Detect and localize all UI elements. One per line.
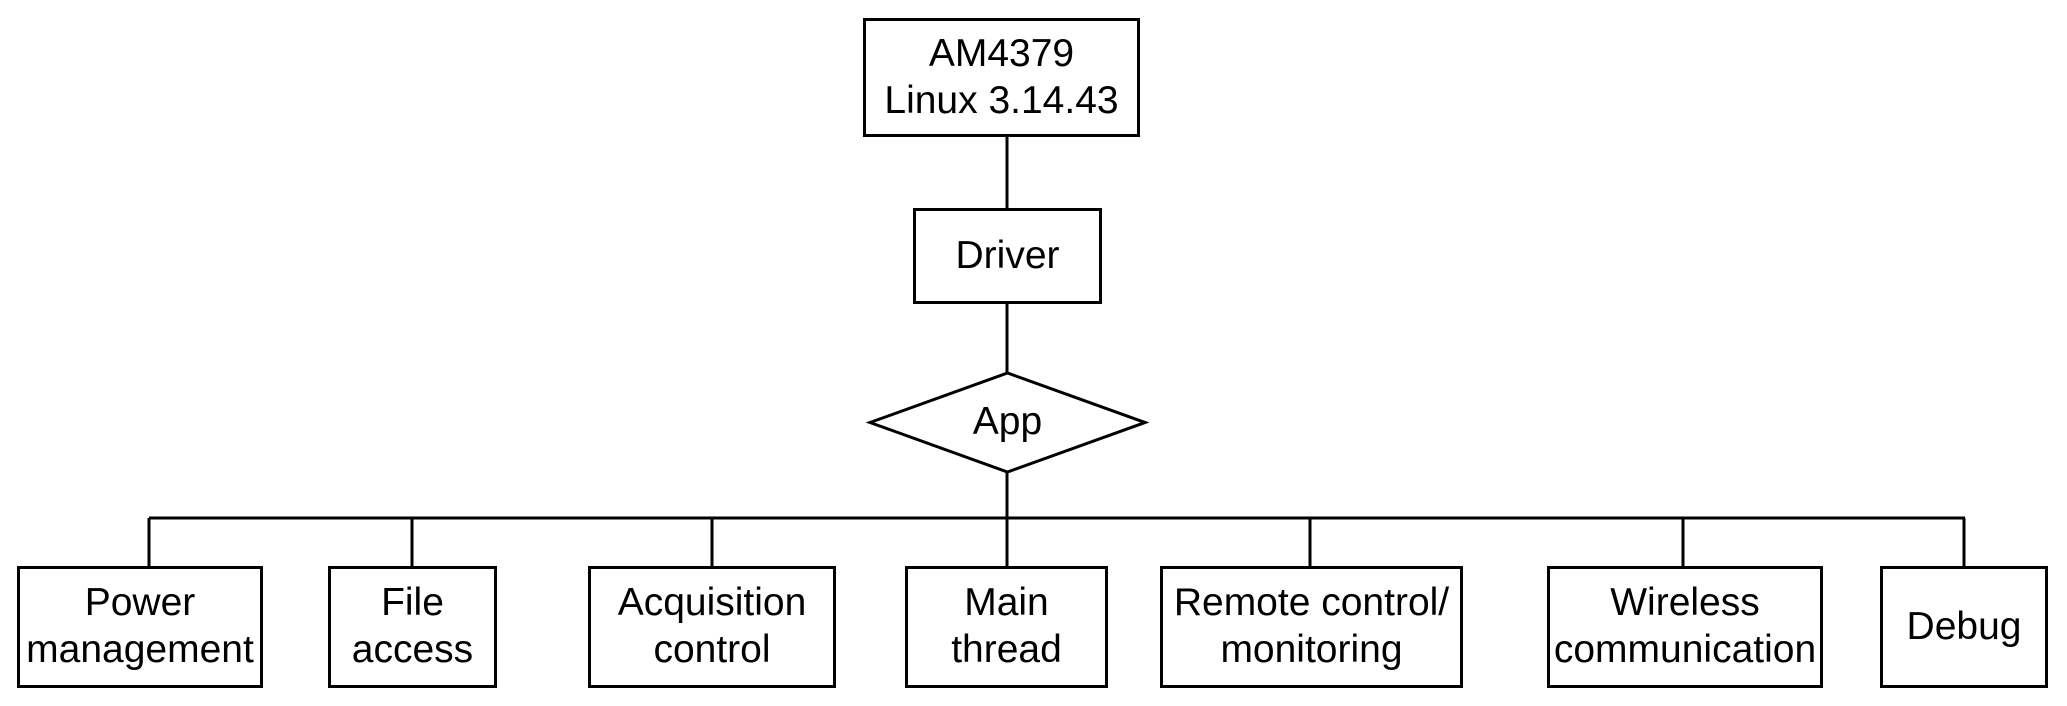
node-main-thread: Main thread: [905, 566, 1108, 688]
node-power-management-label: Power management: [26, 581, 254, 671]
node-debug-label: Debug: [1906, 604, 2022, 648]
node-wireless-communication-label: Wireless communication: [1553, 581, 1817, 671]
node-main-thread-label: Main thread: [951, 581, 1062, 671]
node-file-access-label: File access: [351, 581, 474, 671]
node-remote-control-monitoring: Remote control/ monitoring: [1160, 566, 1463, 688]
node-power-management: Power management: [17, 566, 263, 688]
node-remote-control-monitoring-label: Remote control/ monitoring: [1173, 581, 1450, 671]
app-diamond-shape: [865, 371, 1150, 474]
node-driver-label: Driver: [955, 233, 1060, 277]
node-debug: Debug: [1880, 566, 2048, 688]
node-wireless-communication: Wireless communication: [1547, 566, 1823, 688]
node-file-access: File access: [328, 566, 497, 688]
node-am4379-linux-label: AM4379 Linux 3.14.43: [884, 31, 1119, 122]
node-acquisition-control: Acquisition control: [588, 566, 836, 688]
node-app-label: App: [972, 400, 1043, 444]
node-app: App: [870, 373, 1145, 472]
node-acquisition-control-label: Acquisition control: [617, 581, 807, 671]
node-am4379-linux: AM4379 Linux 3.14.43: [863, 18, 1140, 137]
node-driver: Driver: [913, 208, 1102, 304]
